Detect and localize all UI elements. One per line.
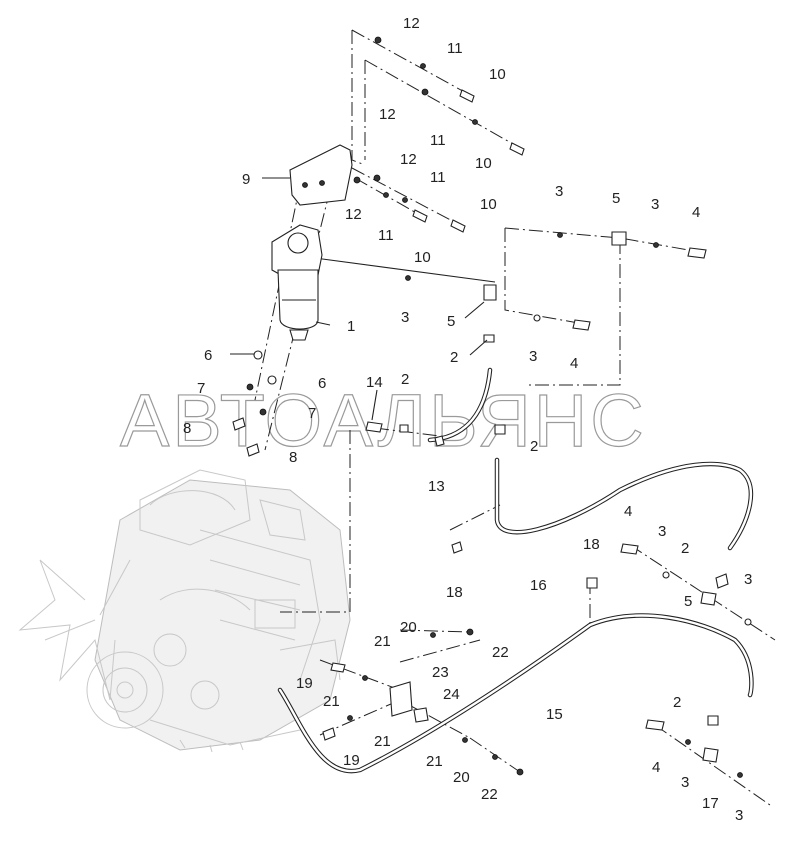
callout-4: 4: [570, 355, 578, 372]
callout-2: 2: [681, 540, 689, 557]
bolt-4-middle: [572, 319, 591, 331]
callout-2: 2: [673, 694, 681, 711]
callout-11: 11: [430, 132, 446, 149]
callout-10: 10: [489, 66, 506, 83]
bracket-23: [389, 681, 413, 717]
callout-10: 10: [475, 155, 492, 172]
callout-16: 16: [530, 577, 547, 594]
callout-4: 4: [692, 204, 700, 221]
callout-14: 14: [366, 374, 383, 391]
tee-5-lower: [700, 591, 717, 606]
callout-3: 3: [735, 807, 743, 824]
callout-9: 9: [242, 171, 250, 188]
callout-3: 3: [401, 309, 409, 326]
callout-10: 10: [480, 196, 497, 213]
callout-18: 18: [446, 584, 463, 601]
callout-8: 8: [289, 449, 297, 466]
callout-11: 11: [447, 40, 463, 57]
callout-22: 22: [492, 644, 509, 661]
bolt-10-d: [450, 219, 466, 233]
tee-17: [702, 747, 719, 763]
callout-15: 15: [546, 706, 563, 723]
callout-7: 7: [308, 405, 316, 422]
callout-21: 21: [323, 693, 340, 710]
callout-5: 5: [612, 190, 620, 207]
callout-2: 2: [530, 438, 538, 455]
fuel-filter-1: [271, 224, 323, 341]
callout-21: 21: [426, 753, 443, 770]
callout-3: 3: [658, 523, 666, 540]
fitting-14: [365, 421, 383, 433]
bracket-9: [289, 144, 353, 206]
bolt-8-a: [232, 417, 246, 431]
callout-19: 19: [296, 675, 313, 692]
callout-3: 3: [529, 348, 537, 365]
callout-2: 2: [450, 349, 458, 366]
bolt-10-a: [459, 89, 475, 103]
callout-23: 23: [432, 664, 449, 681]
callout-2: 2: [401, 371, 409, 388]
callout-18: 18: [583, 536, 600, 553]
callout-5: 5: [447, 313, 455, 330]
callout-20: 20: [453, 769, 470, 786]
watermark-text: АВТОАЛЬЯНС: [120, 379, 647, 462]
callout-3: 3: [651, 196, 659, 213]
clamp-18-a: [451, 541, 463, 554]
engine-illustration: [18, 469, 351, 753]
callout-12: 12: [345, 206, 362, 223]
callout-21: 21: [374, 733, 391, 750]
bolt-10-b: [509, 142, 525, 156]
callout-3: 3: [555, 183, 563, 200]
callout-12: 12: [403, 15, 420, 32]
fitting-5-middle: [483, 284, 497, 301]
callout-13: 13: [428, 478, 445, 495]
callout-1: 1: [347, 318, 355, 335]
bolt-8-b: [246, 443, 260, 457]
callout-3: 3: [744, 571, 752, 588]
callout-10: 10: [414, 249, 431, 266]
callout-11: 11: [378, 227, 394, 244]
tee-5-upper: [611, 231, 627, 246]
callout-24: 24: [443, 686, 460, 703]
callout-21: 21: [374, 633, 391, 650]
callout-11: 11: [430, 169, 446, 186]
bolt-19-b: [322, 727, 336, 741]
callout-7: 7: [197, 380, 205, 397]
callout-labels: 12 11 10 12 11 10 12 11 9 12 10 11 10 3 …: [183, 15, 752, 824]
bolt-19-a: [330, 662, 346, 673]
parts: [232, 36, 752, 778]
callout-8: 8: [183, 420, 191, 437]
bolt-4-lower-right: [620, 543, 639, 555]
callout-6: 6: [318, 375, 326, 392]
callout-4: 4: [624, 503, 632, 520]
callout-4: 4: [652, 759, 660, 776]
callout-3: 3: [681, 774, 689, 791]
callout-5: 5: [684, 593, 692, 610]
callout-22: 22: [481, 786, 498, 803]
callout-19: 19: [343, 752, 360, 769]
bolt-10-c: [412, 209, 428, 223]
callout-20: 20: [400, 619, 417, 636]
leader-lines: [230, 177, 488, 421]
clamp-18-b: [586, 577, 598, 589]
callout-17: 17: [702, 795, 719, 812]
clip-24: [413, 707, 429, 723]
bolt-4-bottom: [645, 719, 665, 731]
bolt-4-upper: [687, 247, 707, 259]
callout-12: 12: [400, 151, 417, 168]
callout-6: 6: [204, 347, 212, 364]
callout-12: 12: [379, 106, 396, 123]
